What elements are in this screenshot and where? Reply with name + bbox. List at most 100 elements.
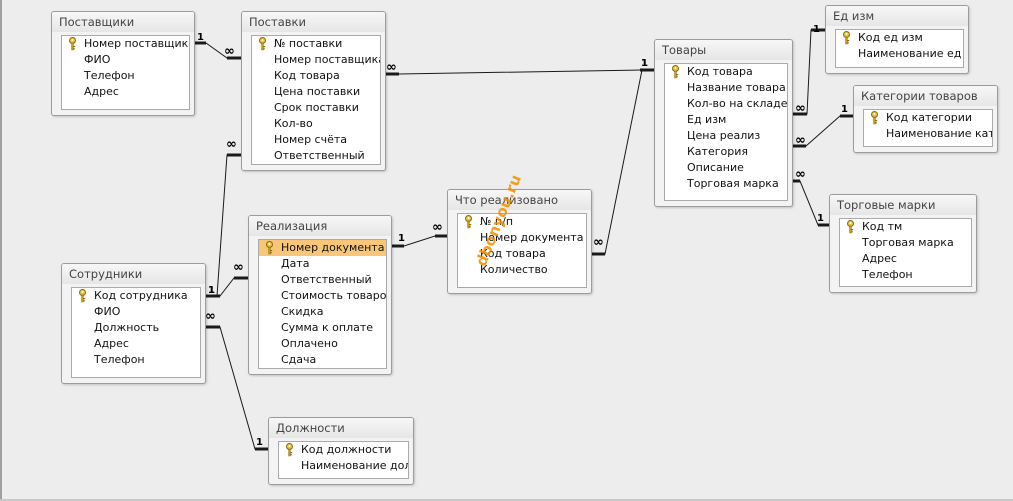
field-label: Код категории [886, 111, 972, 124]
field-row[interactable]: Сумма к оплате [259, 320, 386, 336]
primary-key-field[interactable]: Код должности [279, 442, 408, 458]
table-title[interactable]: Что реализовано [448, 190, 591, 210]
primary-key-field[interactable]: Код сотрудника [72, 288, 200, 304]
field-label: Телефон [862, 268, 913, 281]
field-row[interactable]: Наименование должности [279, 458, 408, 474]
field-label: Скидка [281, 305, 324, 318]
table-title[interactable]: Сотрудники [62, 264, 205, 284]
field-row[interactable]: Наименование ед изм [836, 46, 963, 62]
field-label: Адрес [84, 85, 119, 98]
primary-key-field[interactable]: Код категории [864, 110, 992, 126]
field-row[interactable]: Наименование категории [864, 126, 992, 142]
field-row[interactable]: Дата [259, 256, 386, 272]
field-label: Наименование должности [301, 459, 408, 472]
field-row[interactable]: Стоимость товаров [259, 288, 386, 304]
primary-key-icon [266, 241, 273, 255]
field-row[interactable]: Торговая марка [665, 176, 787, 192]
field-label: Кол-во на складе [687, 97, 788, 110]
field-row[interactable]: Цена реализ [665, 128, 787, 144]
field-label: Название товара [687, 81, 786, 94]
cardinality-many-label: ∞ [233, 260, 244, 275]
cardinality-one-label: 1 [641, 58, 648, 69]
field-label: Стоимость товаров [281, 289, 387, 302]
primary-key-field[interactable]: № поставки [252, 36, 380, 52]
primary-key-field[interactable]: Код ед изм [836, 30, 963, 46]
primary-key-field[interactable]: Номер поставщика [62, 36, 189, 52]
field-row[interactable]: Код товара [458, 246, 586, 262]
field-row[interactable]: Сдача [259, 352, 386, 368]
field-row[interactable]: Срок поставки [252, 100, 380, 116]
table-title[interactable]: Должности [269, 418, 413, 438]
table-title[interactable]: Категории товаров [854, 86, 997, 106]
field-row[interactable]: Адрес [62, 84, 189, 100]
field-row[interactable]: Ед изм [665, 112, 787, 128]
field-row[interactable]: Адрес [840, 251, 971, 267]
primary-key-field[interactable]: Код тм [840, 219, 971, 235]
field-row[interactable]: Категория [665, 144, 787, 160]
field-row[interactable]: Количество [458, 262, 586, 278]
field-row[interactable]: Торговая марка [840, 235, 971, 251]
field-row[interactable]: Адрес [72, 336, 200, 352]
cardinality-many-label: ∞ [593, 235, 604, 250]
field-row[interactable]: Кол-во [252, 116, 380, 132]
field-row[interactable]: Описание [665, 160, 787, 176]
primary-key-field[interactable]: Код товара [665, 64, 787, 80]
field-row[interactable]: Ответственный [259, 272, 386, 288]
cardinality-many-label: ∞ [432, 220, 443, 235]
field-row[interactable]: Телефон [62, 68, 189, 84]
field-row[interactable]: ФИО [62, 52, 189, 68]
table-title[interactable]: Поставки [242, 12, 385, 32]
table-title[interactable]: Поставщики [52, 12, 194, 32]
field-row[interactable]: ФИО [72, 304, 200, 320]
table-title[interactable]: Товары [655, 40, 792, 60]
primary-key-icon [69, 37, 76, 51]
primary-key-field[interactable]: Номер документа [259, 240, 386, 256]
field-label: Цена поставки [274, 85, 361, 98]
field-row[interactable]: Ответственный [252, 148, 380, 164]
field-row[interactable]: Телефон [840, 267, 971, 283]
cardinality-many-label: ∞ [224, 44, 235, 59]
field-row[interactable]: Скидка [259, 304, 386, 320]
cardinality-one-label: 1 [208, 285, 215, 296]
field-row[interactable]: Телефон [72, 352, 200, 368]
field-label: Ед изм [687, 113, 727, 126]
field-row[interactable]: Номер счёта [252, 132, 380, 148]
field-row[interactable]: Номер документа [458, 230, 586, 246]
field-row[interactable]: Номер поставщика [252, 52, 380, 68]
table-title[interactable]: Торговые марки [830, 195, 976, 215]
field-row[interactable]: Код товара [252, 68, 380, 84]
table-title[interactable]: Ед изм [826, 6, 968, 26]
field-row[interactable]: Должность [72, 320, 200, 336]
field-label: Торговая марка [687, 177, 779, 190]
field-row[interactable]: Кол-во на складе [665, 96, 787, 112]
field-row[interactable]: Название товара [665, 80, 787, 96]
field-row[interactable]: Оплачено [259, 336, 386, 352]
table-title[interactable]: Реализация [249, 216, 391, 236]
primary-key-field[interactable]: № п/п [458, 214, 586, 230]
field-label: Адрес [862, 252, 897, 265]
field-label: Ответственный [274, 149, 365, 162]
primary-key-icon [672, 65, 679, 79]
field-row[interactable]: Цена поставки [252, 84, 380, 100]
